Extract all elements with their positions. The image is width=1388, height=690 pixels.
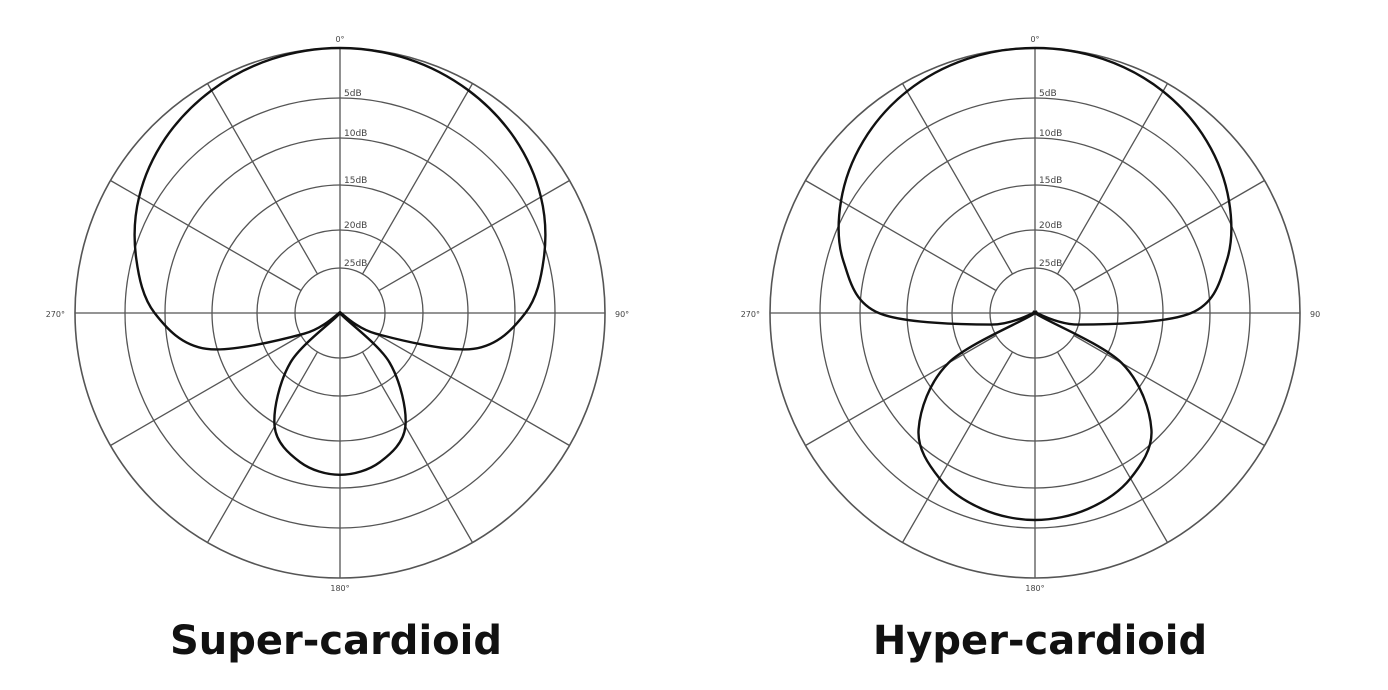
grid-spoke	[361, 351, 474, 543]
grid-spoke	[1056, 83, 1169, 275]
grid-spoke	[361, 83, 474, 275]
grid-spoke	[805, 179, 997, 292]
ring-label: 10dB	[344, 129, 367, 139]
ring-label: 10dB	[1039, 129, 1062, 139]
chart-title-super-cardioid: Super-cardioid	[170, 618, 502, 664]
angle-label: 270°	[741, 310, 760, 319]
polar-pattern-curve	[837, 46, 1233, 522]
angle-label: 0°	[335, 35, 344, 44]
chart-title-hyper-cardioid: Hyper-cardioid	[872, 618, 1208, 664]
ring-label: 20dB	[1039, 221, 1062, 231]
angle-label: 0°	[1030, 35, 1039, 44]
ring-label: 5dB	[1039, 89, 1057, 99]
grid-spoke	[805, 334, 997, 447]
grid-spoke	[1073, 179, 1265, 292]
grid-spoke	[206, 351, 319, 543]
ring-label: 20dB	[344, 221, 367, 231]
grid-spoke	[378, 334, 570, 447]
grid-spoke	[206, 83, 319, 275]
grid-spoke	[1073, 334, 1265, 447]
ring-label: 15dB	[1039, 176, 1062, 186]
angle-label: 180°	[330, 584, 349, 593]
ring-label: 15dB	[344, 176, 367, 186]
ring-label: 5dB	[344, 89, 362, 99]
ring-label: 25dB	[344, 259, 367, 269]
angle-label: 180°	[1025, 584, 1044, 593]
grid-spoke	[901, 83, 1014, 275]
grid-spoke	[1056, 351, 1169, 543]
grid-spoke	[901, 351, 1014, 543]
polar-pattern-curve	[133, 46, 547, 477]
angle-label: 90°	[615, 310, 629, 319]
grid-spoke	[110, 179, 302, 292]
grid-spoke	[378, 179, 570, 292]
grid-spoke	[110, 334, 302, 447]
ring-label: 25dB	[1039, 259, 1062, 269]
angle-label: 270°	[46, 310, 65, 319]
angle-label: 90	[1310, 310, 1320, 319]
